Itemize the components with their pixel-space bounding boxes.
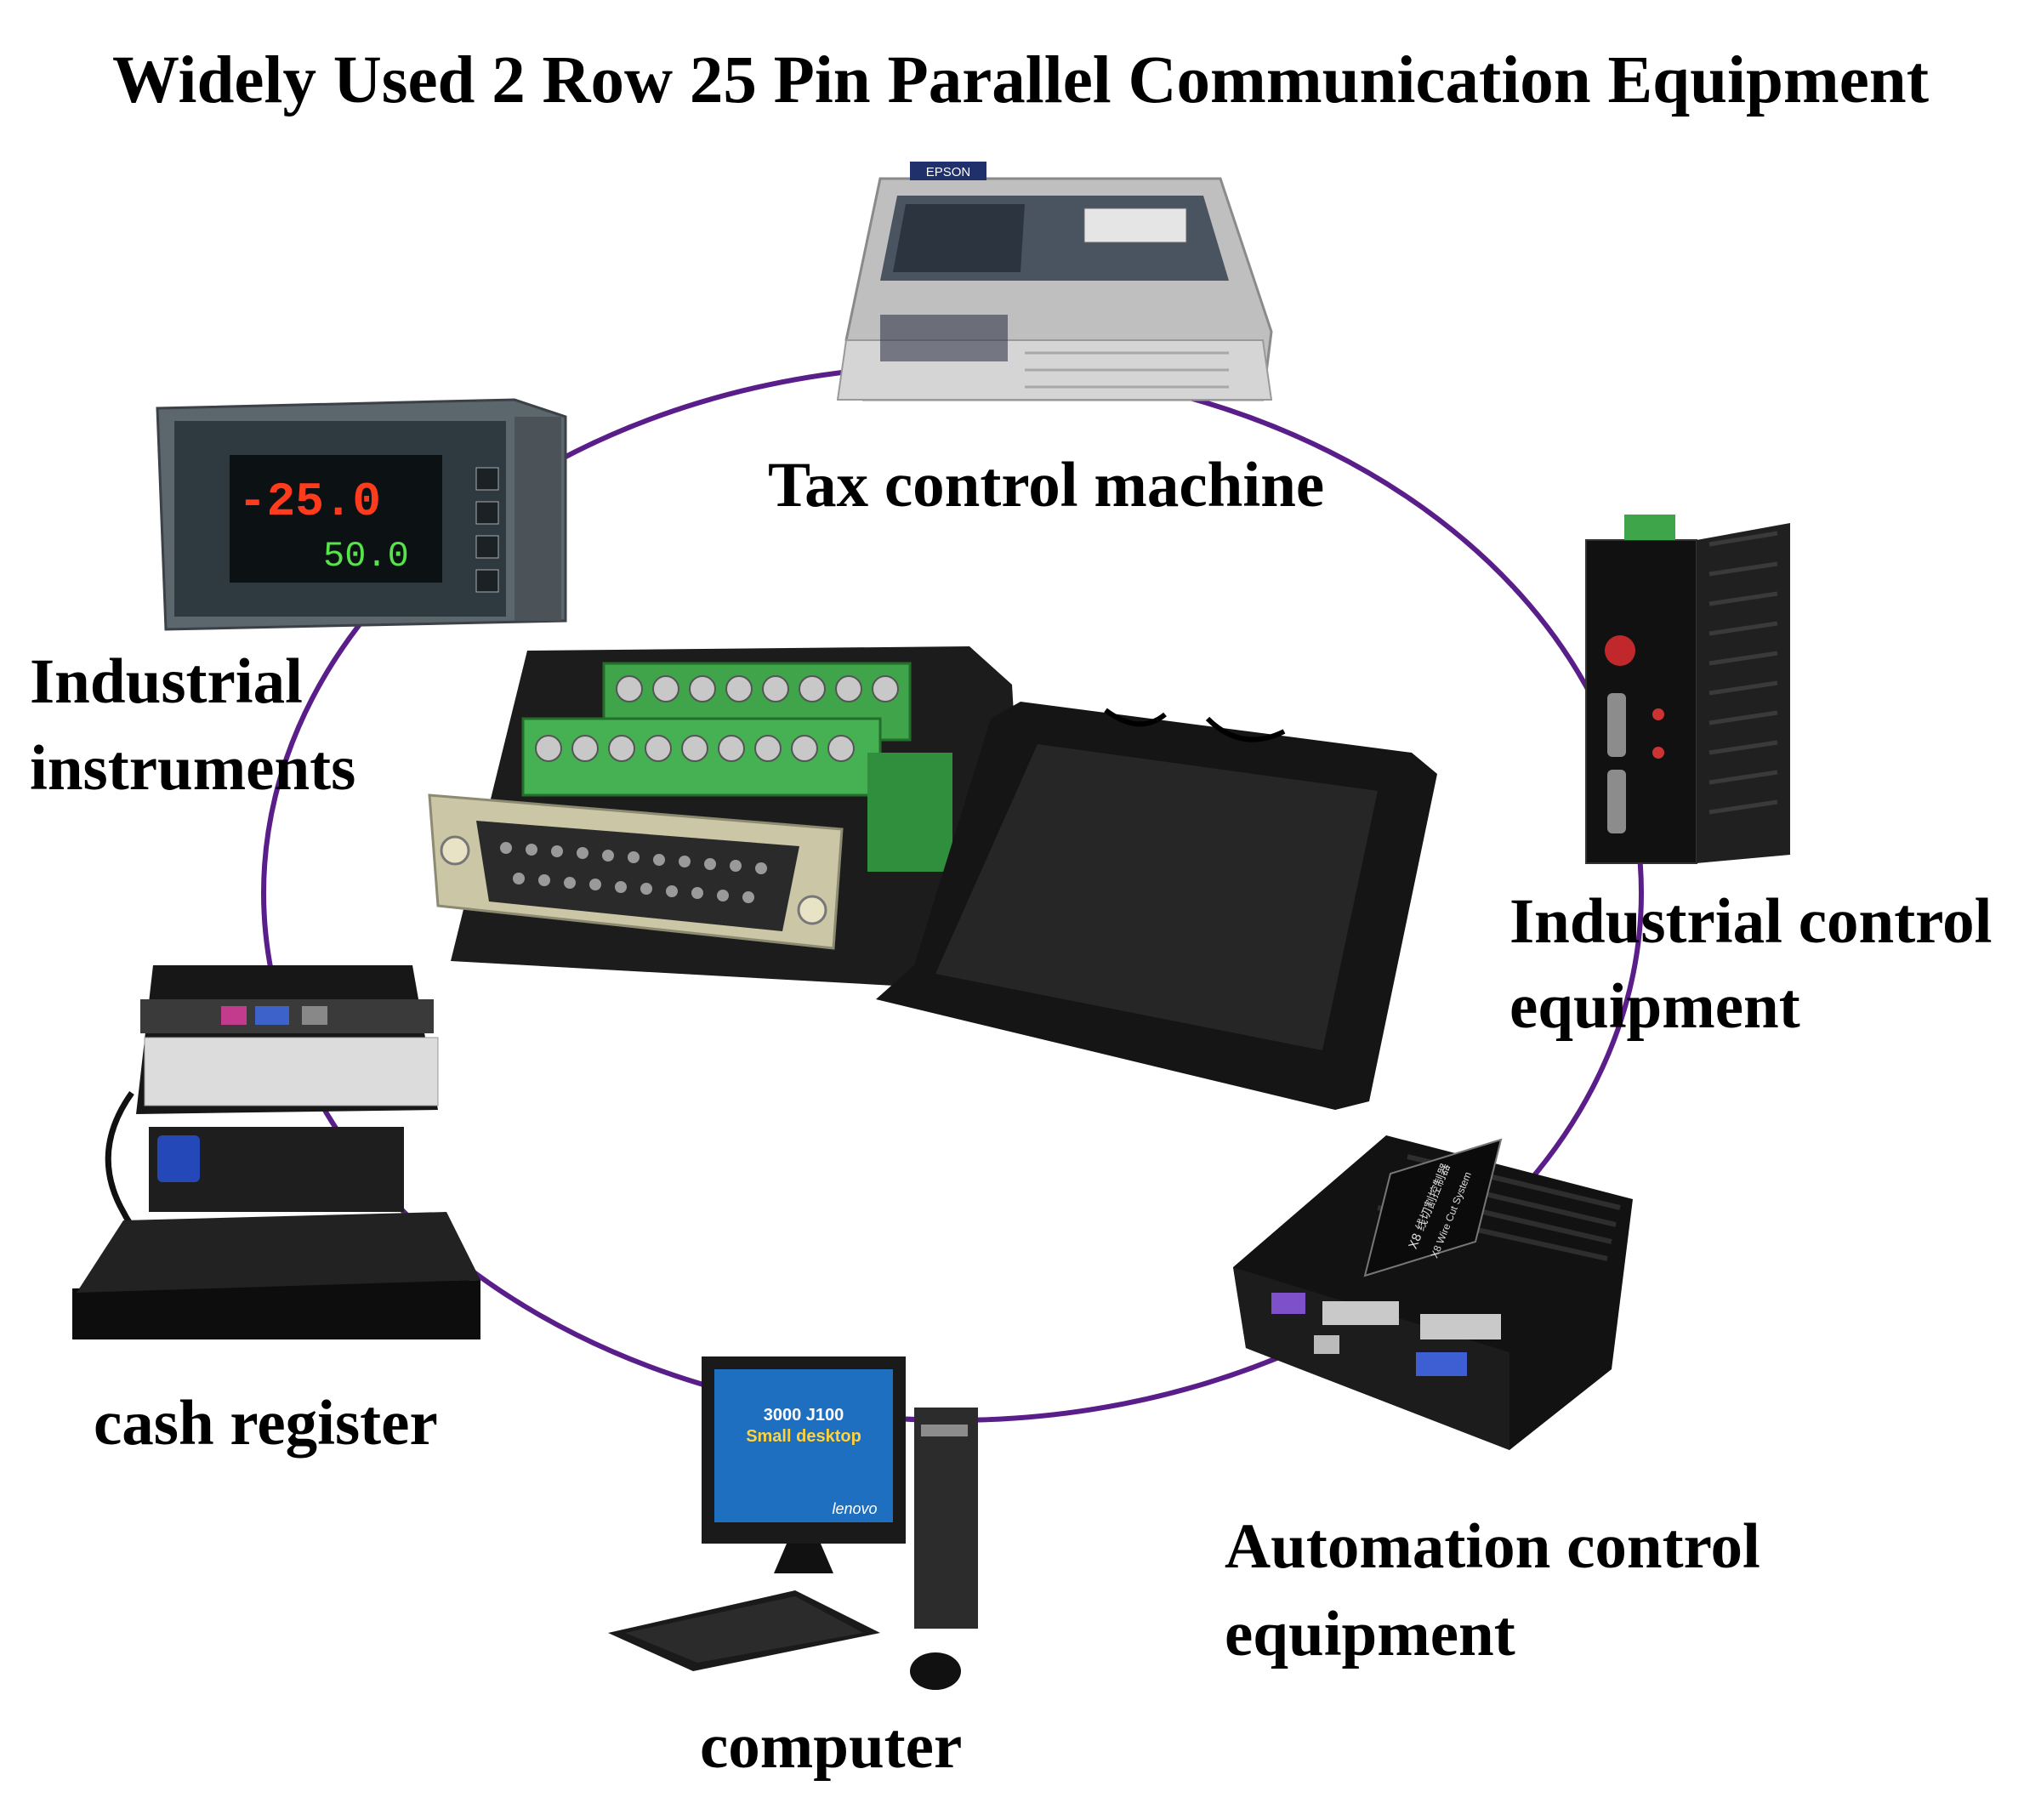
label-industrial-instruments-line-2: instruments (30, 733, 356, 804)
page-title: Widely Used 2 Row 25 Pin Parallel Commun… (111, 43, 1930, 117)
label-cash-register: cash register (94, 1388, 438, 1459)
db25-terminal-adapter-image (428, 646, 1437, 1110)
cash-register-image (72, 965, 480, 1339)
meter-sv-display: 50.0 (323, 536, 409, 577)
printer-image: EPSON (836, 162, 1273, 401)
panel-meter-image: -25.0 50.0 (156, 398, 567, 631)
label-computer: computer (700, 1711, 963, 1782)
printer-brand: EPSON (926, 165, 971, 179)
label-tax-control-machine: Tax control machine (768, 450, 1325, 520)
automation-controller-image: X8 线切割控制器 X8 Wire Cut System (1233, 1135, 1633, 1450)
meter-pv-display: -25.0 (238, 475, 381, 529)
monitor-line-2: Small desktop (746, 1427, 861, 1446)
computer-image: 3000 J100 Small desktop lenovo (608, 1356, 978, 1690)
label-industrial-control-line-1: Industrial control (1509, 886, 1993, 957)
label-automation-line-2: equipment (1225, 1599, 1515, 1669)
industrial-control-box-image (1585, 515, 1790, 864)
label-industrial-instruments-line-1: Industrial (30, 646, 303, 717)
label-industrial-control-line-2: equipment (1509, 971, 1800, 1042)
monitor-brand: lenovo (832, 1500, 877, 1517)
label-automation-line-1: Automation control (1225, 1511, 1760, 1582)
monitor-line-1: 3000 J100 (764, 1406, 844, 1425)
